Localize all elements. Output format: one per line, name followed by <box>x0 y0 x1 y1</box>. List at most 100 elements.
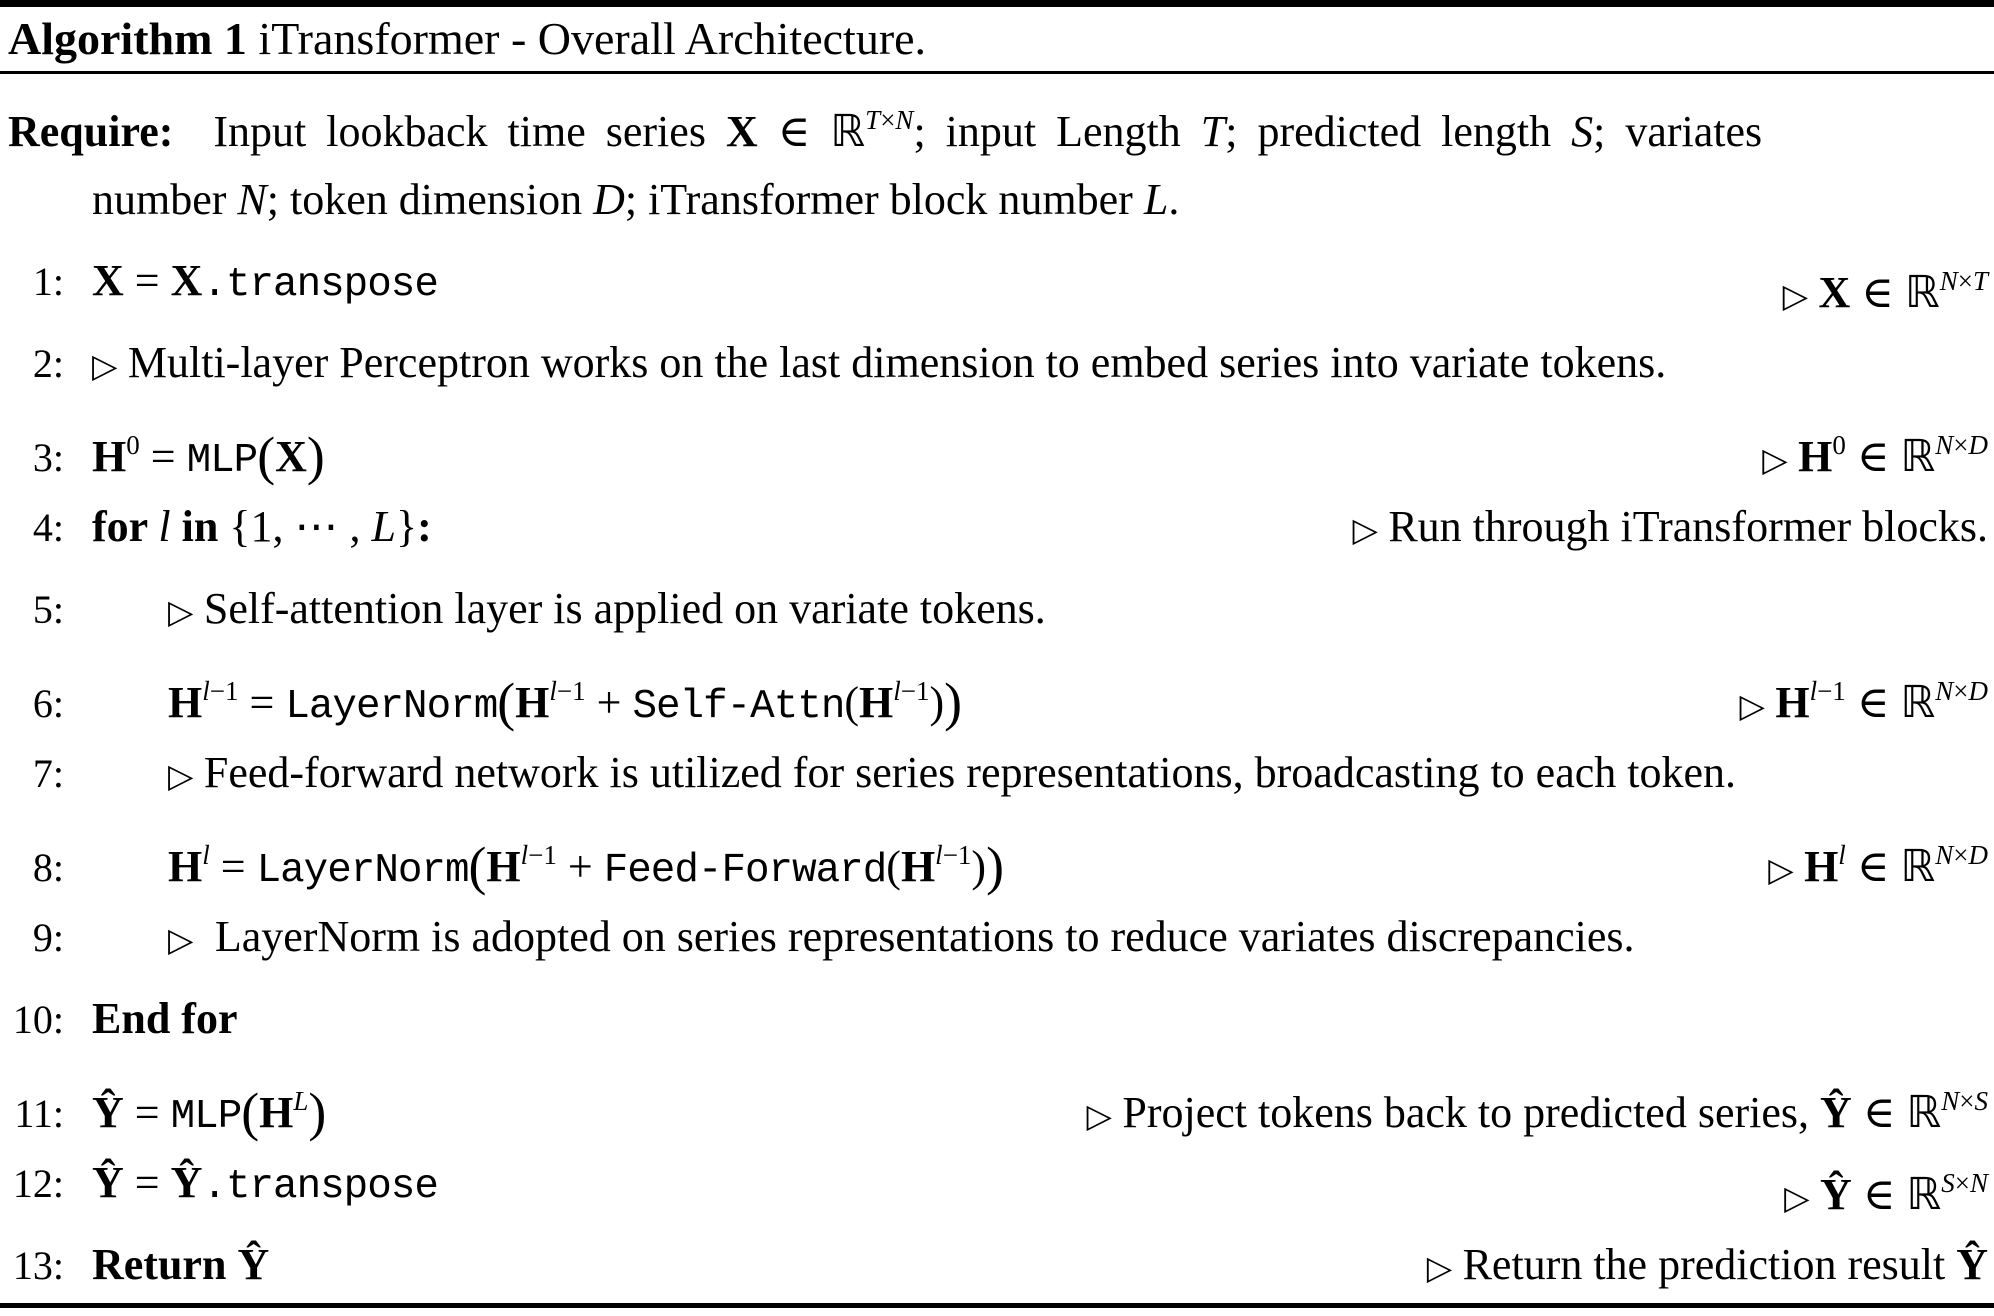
text-segment: H <box>859 678 894 727</box>
line-number: 4: <box>32 505 64 550</box>
text-segment: number <box>92 175 238 224</box>
text-segment: Ŷ <box>1956 1240 1988 1289</box>
text-segment: −1 <box>1817 676 1846 706</box>
comment-triangle-icon: ▷ <box>168 592 204 631</box>
text-segment: ℝ <box>830 106 866 157</box>
header-rule <box>0 71 1994 74</box>
text-segment: : <box>417 502 432 551</box>
line-comment: ▷ Return the prediction result Ŷ <box>1427 1224 1988 1309</box>
text-segment: ℝ <box>1900 677 1936 728</box>
comment-triangle-icon: ▷ <box>92 346 128 385</box>
text-segment: D <box>593 175 625 224</box>
text-segment: X <box>725 107 758 156</box>
text-segment: N <box>1935 840 1954 870</box>
text-segment: l <box>935 840 943 870</box>
line-number: 2: <box>32 341 64 386</box>
text-segment: ( <box>497 672 516 733</box>
text-segment: N <box>1969 1168 1988 1198</box>
text-segment: Ŷ <box>1820 1088 1852 1137</box>
text-segment: N <box>895 105 914 135</box>
line-content: Hl = LayerNorm(Hl−1 + Feed-Forward(Hl−1)… <box>168 836 1004 896</box>
text-segment: × <box>880 105 896 135</box>
text-segment: l <box>893 676 901 706</box>
text-segment: ℝ <box>1900 431 1936 482</box>
text-segment: ℝ <box>1904 267 1940 318</box>
line-number: 1: <box>32 259 64 304</box>
text-segment: S <box>1974 1086 1989 1116</box>
text-segment: ; variates <box>1593 107 1763 156</box>
text-segment: T <box>1972 266 1988 296</box>
text-segment: −1 <box>556 676 586 706</box>
text-segment: LayerNorm <box>285 684 498 730</box>
text-segment: S <box>1941 1168 1955 1198</box>
text-segment: −1 <box>528 840 557 870</box>
line-content: ▷ Multi-layer Perceptron works on the la… <box>92 338 1666 387</box>
text-segment: Project tokens back to predicted series, <box>1122 1088 1821 1137</box>
text-segment: ∈ <box>1845 842 1901 891</box>
text-segment: Ŷ <box>92 1158 124 1207</box>
bottom-rule <box>0 1303 1994 1308</box>
text-segment: Algorithm 1 <box>8 13 247 64</box>
text-segment: −1 <box>942 840 972 870</box>
text-segment: N <box>1939 266 1958 296</box>
line-content: X = X.transpose <box>92 256 439 308</box>
line-comment: ▷ Hl−1 ∈ ℝN×D <box>1739 650 1988 747</box>
text-segment: ; input Length <box>913 107 1201 156</box>
text-segment: = <box>139 432 187 481</box>
comment-triangle-icon: ▷ <box>168 920 204 959</box>
text-segment: ∈ <box>1851 1170 1907 1219</box>
algo-line-9: 9:▷ LayerNorm is adopted on series repre… <box>0 896 1994 978</box>
line-content: Return Ŷ <box>92 1240 269 1289</box>
text-segment: N <box>237 175 267 224</box>
text-segment: Self-Attn <box>632 684 845 730</box>
text-segment: Return <box>92 1240 238 1289</box>
text-segment: Feed-Forward <box>603 848 888 894</box>
text-segment: × <box>1957 266 1973 296</box>
text-segment: ; predicted length <box>1225 107 1572 156</box>
line-number: 3: <box>32 435 64 480</box>
text-segment: H <box>900 842 936 891</box>
text-segment: l <box>1809 676 1818 706</box>
comment-triangle-icon: ▷ <box>1782 276 1819 315</box>
text-segment: = <box>123 1158 171 1207</box>
algo-line-5: 5:▷ Self-attention layer is applied on v… <box>0 568 1994 650</box>
line-comment: ▷ Project tokens back to predicted serie… <box>1086 1060 1988 1157</box>
text-segment: −1 <box>209 676 239 706</box>
line-number: 9: <box>32 915 64 960</box>
algo-line-8: 8:Hl = LayerNorm(Hl−1 + Feed-Forward(Hl−… <box>0 814 1994 896</box>
text-segment: iTransformer - Overall Architecture. <box>246 13 927 64</box>
text-segment: H <box>515 678 550 727</box>
line-content: Hl−1 = LayerNorm(Hl−1 + Self-Attn(Hl−1)) <box>168 672 962 732</box>
require-line-1: Require: Input lookback time series X ∈ … <box>0 80 1994 160</box>
line-number: 11: <box>14 1091 64 1136</box>
text-segment: × <box>1953 840 1969 870</box>
text-segment: × <box>1954 1168 1970 1198</box>
text-segment: 0 <box>126 430 140 460</box>
algo-line-1: 1:X = X.transpose▷ X ∈ ℝN×T <box>0 240 1994 322</box>
text-segment: = <box>123 256 171 305</box>
text-segment: T <box>1200 107 1226 156</box>
line-number: 12: <box>12 1161 64 1206</box>
text-segment: ℝ <box>1900 841 1936 892</box>
text-segment: ∈ <box>1850 268 1905 317</box>
text-segment: End for <box>92 994 238 1043</box>
text-segment: ℝ <box>1906 1087 1942 1138</box>
top-rule <box>0 0 1994 7</box>
line-number: 10: <box>12 997 64 1042</box>
algo-line-10: 10: End for <box>0 978 1994 1060</box>
text-segment: ) <box>929 678 945 727</box>
text-segment: L <box>293 1086 309 1116</box>
text-segment: Feed-forward network is utilized for ser… <box>203 748 1737 797</box>
line-number: 7: <box>32 751 64 796</box>
algo-line-7: 7:▷ Feed-forward network is utilized for… <box>0 732 1994 814</box>
text-segment: −1 <box>900 676 930 706</box>
text-segment: = <box>238 678 286 727</box>
comment-triangle-icon: ▷ <box>1086 1096 1123 1135</box>
text-segment: + <box>585 678 633 727</box>
text-segment: ; token dimension <box>266 175 594 224</box>
text-segment: ( <box>844 678 860 727</box>
text-segment: L <box>1143 175 1169 224</box>
text-segment: Run through iTransformer blocks. <box>1388 502 1988 551</box>
text-segment: H <box>1775 678 1810 727</box>
